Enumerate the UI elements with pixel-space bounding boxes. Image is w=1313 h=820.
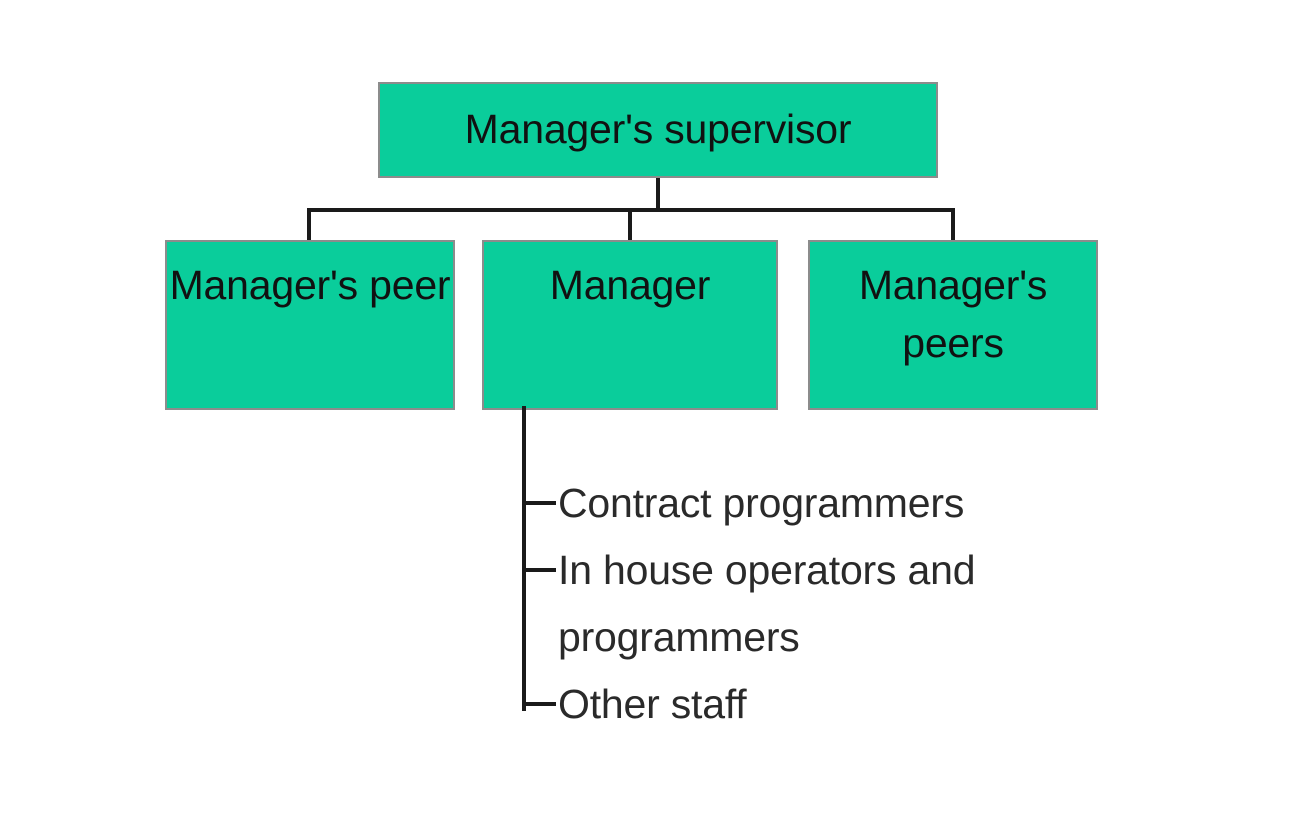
connector-staff-tick: [522, 702, 556, 706]
staff-list-item[interactable]: In house operators and: [522, 537, 1222, 603]
connector-drop-to-peer-left: [307, 208, 311, 242]
node-managers-peers[interactable]: Manager's peers: [808, 240, 1098, 410]
connector-staff-tick: [522, 501, 556, 505]
staff-item-label: In house operators and: [558, 547, 976, 593]
connector-supervisor-drop: [656, 178, 660, 212]
node-manager[interactable]: Manager: [482, 240, 778, 410]
connector-staff-trunk: [522, 406, 526, 711]
staff-list: Contract programmers In house operators …: [522, 406, 1222, 736]
staff-list-item[interactable]: Contract programmers: [522, 470, 1222, 536]
staff-item-label: Contract programmers: [558, 480, 965, 526]
staff-item-label: Other staff: [558, 681, 747, 727]
node-managers-supervisor[interactable]: Manager's supervisor: [378, 82, 938, 178]
staff-list-item[interactable]: Other staff: [522, 671, 1222, 737]
staff-list-item-continuation: programmers: [522, 604, 1222, 670]
connector-drop-to-peers-right: [951, 208, 955, 242]
staff-item-label-continuation: programmers: [558, 614, 800, 660]
connector-drop-to-manager: [628, 208, 632, 242]
connector-staff-tick: [522, 568, 556, 572]
node-managers-peer[interactable]: Manager's peer: [165, 240, 455, 410]
